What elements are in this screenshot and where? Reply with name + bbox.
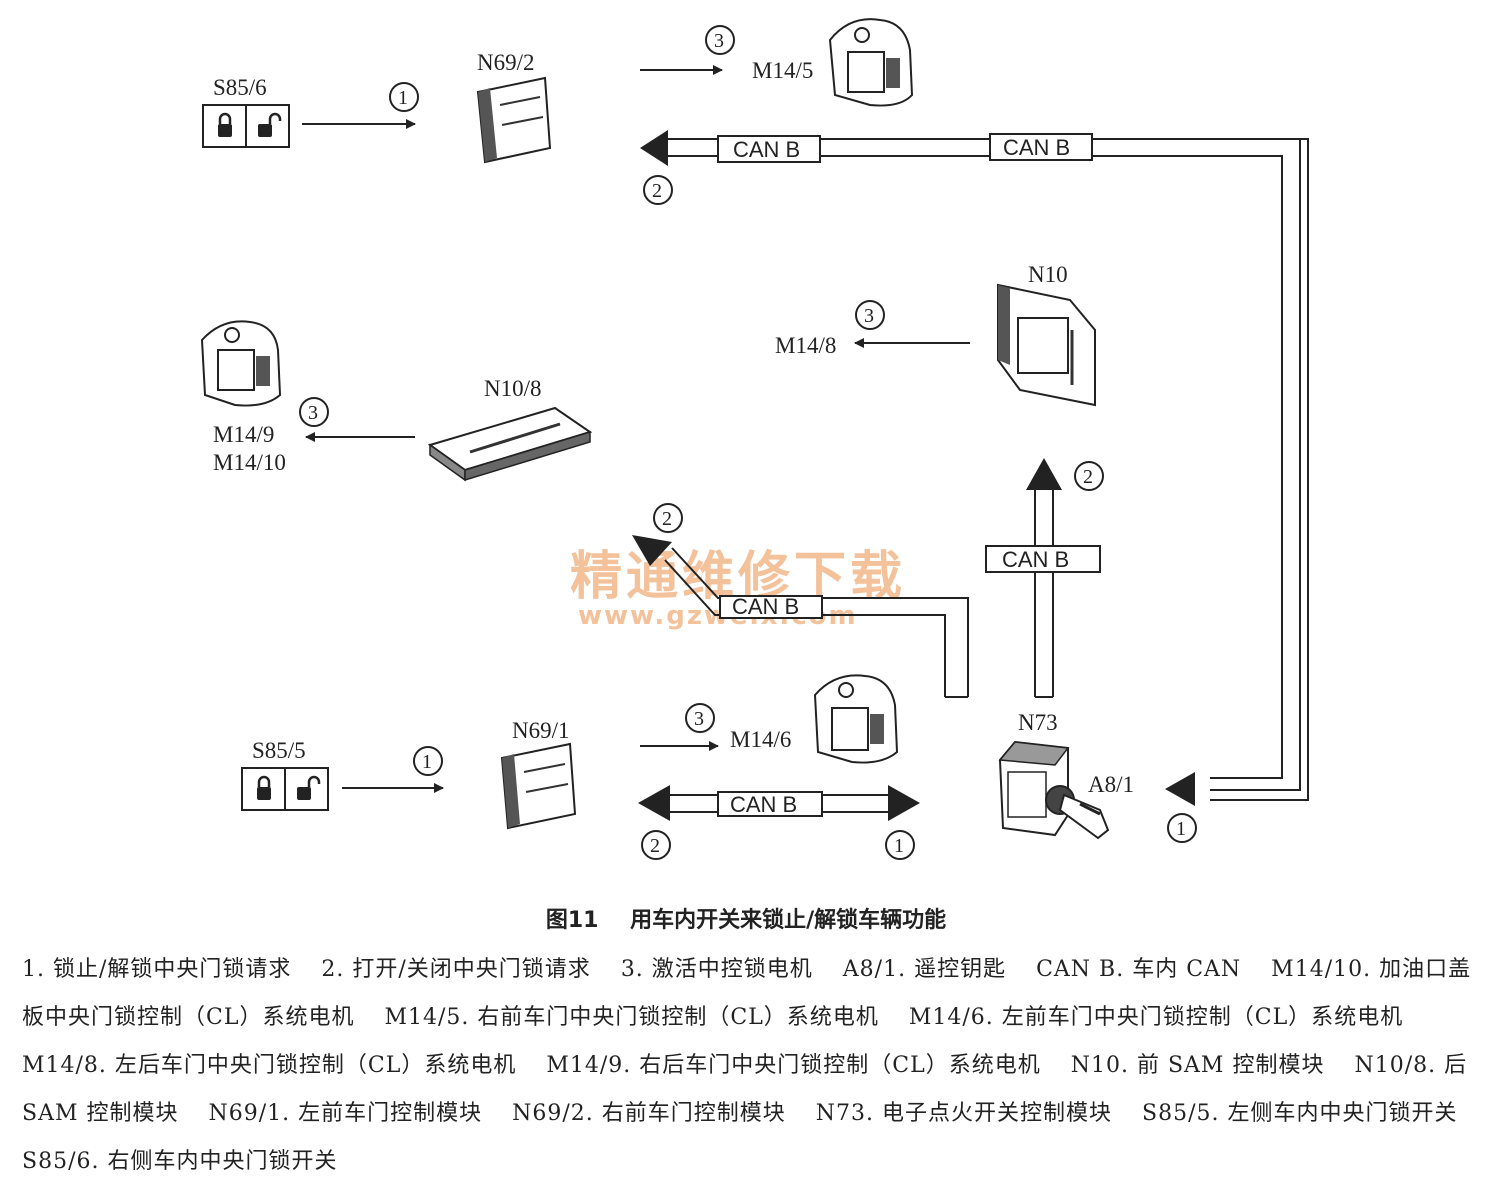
svg-text:CAN B: CAN B [1003,135,1070,160]
step-1-badge: 1 [885,830,915,860]
legend: 1. 锁止/解锁中央门锁请求 2. 打开/关闭中央门锁请求 3. 激活中控锁电机… [22,946,1482,1186]
label-n10: N10 [1028,262,1068,287]
svg-text:3: 3 [864,305,874,327]
m14-6-motor [813,674,899,764]
legend-item: M14/5. 右前车门中央门锁控制（CL）系统电机 [384,1005,879,1030]
label-s85-6: S85/6 [213,75,267,100]
step-2-badge: 2 [653,503,683,533]
label-s85-5: S85/5 [252,738,306,763]
label-m14-10: M14/10 [213,450,286,475]
n69-2-module [476,76,552,164]
legend-item: M14/9. 右后车门中央门锁控制（CL）系统电机 [546,1053,1041,1078]
step-1-badge: 1 [413,746,443,776]
step-1-badge: 1 [389,82,419,112]
figure-number: 图11 [545,908,599,933]
label-n69-1: N69/1 [512,718,570,743]
m14-5-motor [828,18,914,107]
lock-closed-icon [257,775,271,800]
label-m14-8: M14/8 [775,333,836,358]
label-m14-5: M14/5 [752,58,813,83]
figure-title: 用车内开关来锁止/解锁车辆功能 [630,908,947,933]
figure-caption: 图11 用车内开关来锁止/解锁车辆功能 [0,902,1492,934]
step-2-badge: 2 [1074,461,1104,491]
n10-module [997,283,1096,407]
can-bus-bottom: CAN B [638,785,920,821]
legend-item: M14/10. 加油口盖板中央门锁控制（CL）系统电机 [22,957,1472,1030]
switch-s85-5: S85/5 [241,738,329,811]
legend-item: S85/5. 左侧车内中央门锁开关 [1142,1101,1458,1126]
svg-text:2: 2 [652,180,662,202]
legend-item: N10/8. 后 SAM 控制模块 [22,1053,1468,1126]
lock-open-icon [258,112,282,137]
step-3-badge: 3 [685,703,715,733]
svg-text:CAN B: CAN B [732,594,799,619]
lock-function-diagram: 精通维修下载 www.gzweix.com S85/6 1 N69/2 3 M1… [200,18,1309,860]
svg-text:2: 2 [650,835,660,857]
svg-text:1: 1 [398,87,408,109]
n69-1-module [500,742,577,830]
m14-9-motor [200,320,282,407]
label-n10-8: N10/8 [484,376,542,401]
can-bus-vertical: CAN B [985,458,1101,698]
lock-open-icon [297,775,321,800]
legend-item: M14/6. 左前车门中央门锁控制（CL）系统电机 [908,1005,1404,1030]
label-n73: N73 [1018,710,1058,735]
svg-text:1: 1 [422,751,432,773]
legend-item: N69/1. 左前车门控制模块 [208,1101,483,1126]
legend-item: S85/6. 右侧车内中央门锁开关 [22,1149,338,1174]
a8-1-key [1045,785,1110,840]
svg-text:3: 3 [694,708,704,730]
legend-item: A8/1. 遥控钥匙 [842,957,1007,982]
legend-item: N73. 电子点火开关控制模块 [815,1101,1112,1126]
legend-item: CAN B. 车内 CAN [1036,957,1242,982]
lock-closed-icon [218,112,232,137]
step-2-badge: 2 [643,175,673,205]
label-m14-9: M14/9 [213,422,274,447]
svg-text:1: 1 [894,835,904,857]
svg-text:2: 2 [662,508,672,530]
step-3-badge: 3 [855,300,885,330]
svg-text:CAN B: CAN B [1002,547,1069,572]
legend-item: N69/2. 右前车门控制模块 [512,1101,786,1126]
legend-item: M14/8. 左后车门中央门锁控制（CL）系统电机 [22,1053,517,1078]
step-3-badge: 3 [299,397,329,427]
label-a8-1: A8/1 [1088,772,1134,797]
can-bus-middle: CAN B [632,535,969,698]
legend-item: 3. 激活中控锁电机 [620,957,813,982]
can-bus-top: CAN B CAN B [640,130,1309,806]
step-1-badge: 1 [1167,813,1197,843]
step-3-badge: 3 [705,25,735,55]
svg-text:CAN B: CAN B [733,137,800,162]
switch-s85-6: S85/6 [202,75,290,148]
svg-text:2: 2 [1083,466,1093,488]
svg-text:1: 1 [1176,818,1186,840]
n10-8-module [427,406,593,482]
svg-text:3: 3 [714,30,724,52]
svg-text:CAN B: CAN B [730,792,797,817]
legend-item: 1. 锁止/解锁中央门锁请求 [22,957,292,982]
step-2-badge: 2 [641,830,671,860]
svg-text:3: 3 [308,402,318,424]
legend-item: N10. 前 SAM 控制模块 [1070,1053,1325,1078]
legend-item: 2. 打开/关闭中央门锁请求 [321,957,591,982]
label-m14-6: M14/6 [730,727,791,752]
label-n69-2: N69/2 [477,50,535,75]
